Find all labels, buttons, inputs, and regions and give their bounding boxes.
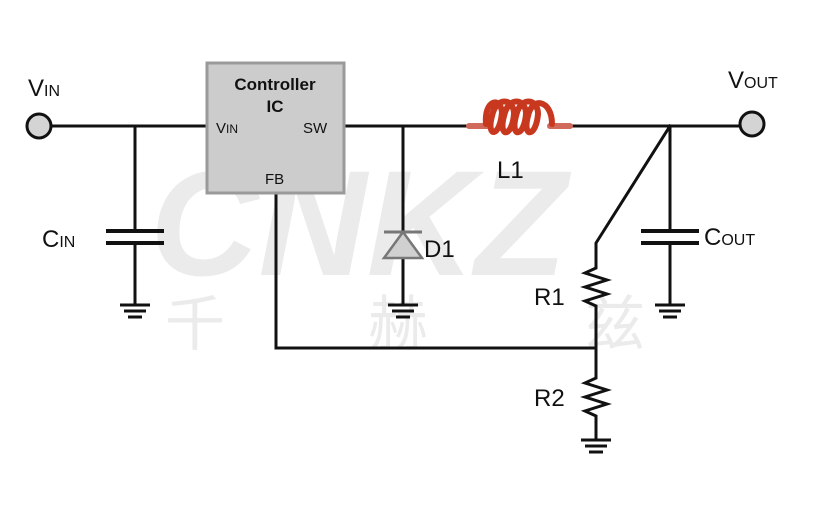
wire-fb-to-divider bbox=[274, 190, 598, 350]
wires bbox=[50, 123, 740, 442]
d1-diode bbox=[381, 229, 425, 260]
d1-label: D1 bbox=[424, 236, 455, 263]
cout-label: COUT bbox=[704, 224, 755, 251]
r1-label: R1 bbox=[534, 284, 565, 311]
ground-diode bbox=[388, 303, 418, 319]
l1-inductor bbox=[466, 98, 573, 136]
controller-ic: Controller IC VIN SW FB bbox=[205, 61, 346, 195]
cin-capacitor bbox=[106, 229, 164, 245]
ic-title-line2: IC bbox=[267, 97, 284, 116]
ic-body bbox=[205, 61, 346, 195]
l1-label: L1 bbox=[497, 157, 524, 184]
ground-r2 bbox=[581, 438, 611, 454]
watermark: CNKZ 千 赫 兹 bbox=[150, 139, 645, 358]
vin-terminal bbox=[25, 112, 53, 140]
cout-capacitor bbox=[641, 229, 699, 245]
ic-title-line1: Controller bbox=[234, 75, 316, 94]
vout-label: VOUT bbox=[728, 67, 778, 94]
ic-pin-fb: FB bbox=[265, 171, 284, 188]
cin-label: CIN bbox=[42, 226, 75, 253]
ic-pin-vin: VIN bbox=[216, 120, 238, 137]
r2-resistor bbox=[580, 372, 612, 422]
ic-pin-sw: SW bbox=[303, 120, 328, 137]
vout-terminal bbox=[738, 110, 766, 138]
ground-cin bbox=[120, 303, 150, 319]
vin-label: VIN bbox=[28, 75, 60, 102]
r1-resistor bbox=[580, 262, 612, 311]
r2-label: R2 bbox=[534, 385, 565, 412]
watermark-char-1: 千 bbox=[165, 291, 225, 358]
wire-vout-to-r1 bbox=[594, 123, 673, 264]
ground-cout bbox=[655, 303, 685, 319]
